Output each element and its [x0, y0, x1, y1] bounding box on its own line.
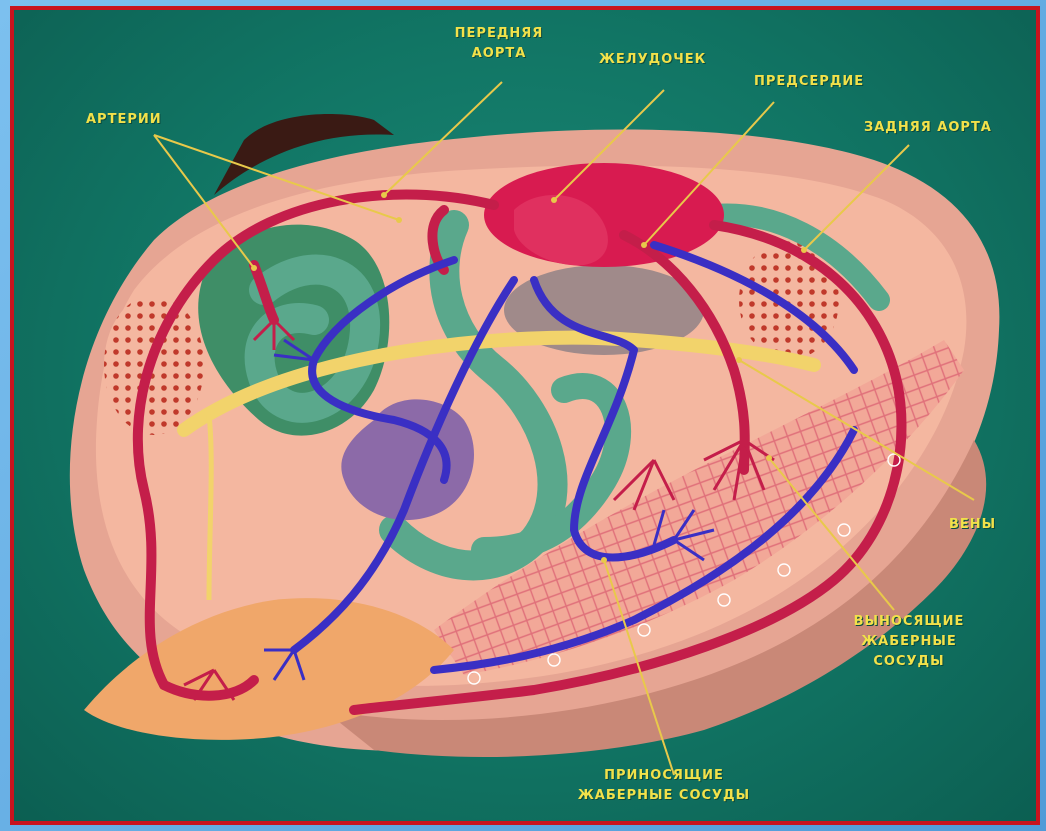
label-efferent-line3: сосуды — [844, 652, 974, 672]
label-efferent-gill-vessels: Выносящие жаберные сосуды — [844, 612, 974, 672]
label-atrium: Предсердие — [754, 72, 864, 92]
label-arteries: Артерии — [86, 110, 162, 130]
label-afferent-line1: Приносящие — [564, 766, 764, 786]
label-veins: Вены — [949, 515, 996, 535]
label-afferent-line2: жаберные сосуды — [564, 786, 764, 806]
nerve-branch — [209, 415, 211, 600]
diagram-panel: Передняя аорта Желудочек Предсердие Арте… — [10, 6, 1040, 825]
label-front-aorta-line2: аорта — [439, 44, 559, 64]
label-ventricle: Желудочек — [599, 50, 706, 70]
label-rear-aorta: Задняя аорта — [864, 118, 992, 138]
label-front-aorta-line1: Передняя — [439, 24, 559, 44]
label-efferent-line1: Выносящие — [844, 612, 974, 632]
label-afferent-gill-vessels: Приносящие жаберные сосуды — [564, 766, 764, 806]
label-front-aorta: Передняя аорта — [439, 24, 559, 64]
label-efferent-line2: жаберные — [844, 632, 974, 652]
